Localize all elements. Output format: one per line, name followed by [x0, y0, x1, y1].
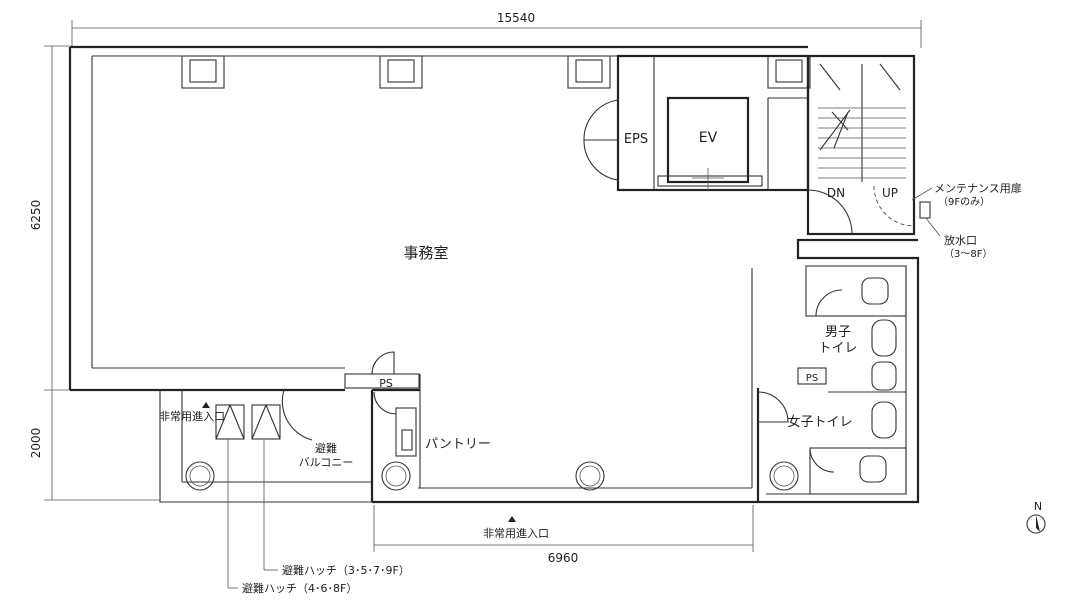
exterior-walls	[68, 45, 920, 504]
room-label-womens-toilet: 女子トイレ	[787, 414, 852, 430]
drain-outlet-label: 放水口	[944, 233, 977, 247]
core-area	[583, 54, 810, 192]
maintenance-door-note: （9Fのみ）	[938, 196, 990, 208]
drain-outlet	[919, 201, 931, 219]
room-label-mens-toilet-line1: 男子	[825, 325, 851, 340]
room-label-mens-toilet-line2: トイレ	[818, 341, 857, 356]
dim-left-lower: 2000	[29, 428, 43, 459]
north-label: N	[1034, 500, 1042, 513]
escape-hatches	[215, 389, 313, 589]
emergency-entrance-marker-bottom	[508, 516, 516, 522]
balcony-label-line2: バルコニー	[299, 456, 354, 469]
stair-down-label: DN	[827, 186, 845, 200]
room-label-ps-upper: PS	[379, 377, 393, 390]
maintenance-door-label: メンテナンス用扉	[934, 182, 1022, 195]
room-label-eps: EPS	[624, 132, 648, 147]
drain-outlet-note: （3～8F）	[944, 248, 992, 260]
dimension-lines	[44, 20, 922, 552]
balcony-label-line1: 避難	[315, 441, 337, 455]
hatch-label-b: 避難ハッチ（4･6･8F）	[242, 581, 357, 595]
stair-area	[806, 54, 916, 236]
toilet-block	[757, 265, 907, 495]
dim-bottom-width: 6960	[548, 551, 579, 565]
columns	[181, 55, 811, 491]
room-label-office: 事務室	[403, 244, 448, 262]
pantry-area	[344, 351, 421, 488]
room-label-pantry: パントリー	[425, 437, 491, 452]
emergency-entrance-marker-left	[202, 402, 210, 408]
room-label-ps-lower: PS	[806, 373, 818, 384]
maintenance-leader	[911, 187, 933, 201]
emergency-entrance-bottom-label: 非常用進入口	[483, 527, 549, 540]
dim-left-upper: 6250	[29, 200, 43, 231]
room-label-elevator: EV	[699, 130, 718, 146]
stair-up-label: UP	[882, 186, 898, 200]
hatch-label-a: 避難ハッチ（3･5･7･9F）	[282, 563, 410, 577]
emergency-entrance-left-label: 非常用進入口	[159, 410, 225, 423]
drain-leader	[925, 217, 941, 237]
dim-top-width: 15540	[497, 11, 535, 25]
north-arrow	[1026, 514, 1046, 534]
